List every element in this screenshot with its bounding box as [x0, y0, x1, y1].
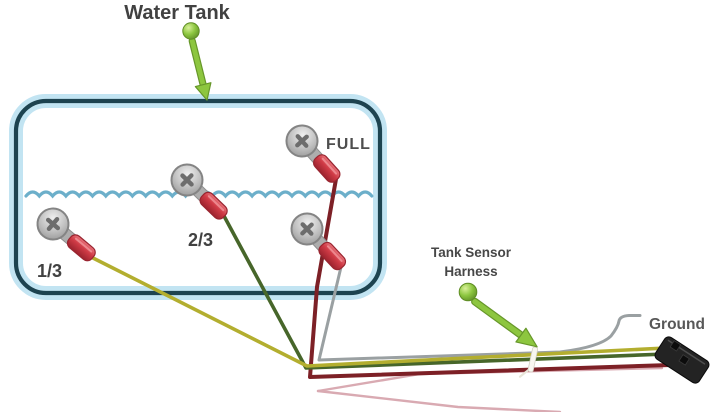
zip-tie	[518, 346, 539, 378]
harness-label-line1: Tank Sensor	[431, 245, 512, 260]
one-third-label: 1/3	[37, 261, 62, 281]
sensor-sender	[290, 212, 347, 271]
crimp-highlight	[321, 157, 338, 175]
one-third-wire-yellow	[91, 256, 668, 368]
sensor-full	[285, 124, 341, 183]
pointer-ball-icon	[182, 22, 200, 40]
connector-pin	[669, 340, 682, 352]
arrow-head-icon	[515, 327, 538, 348]
phillips-cross-icon	[295, 134, 309, 148]
tank-outline	[13, 98, 383, 296]
crimp-sleeve	[318, 241, 347, 271]
harness-label-line2: Harness	[444, 264, 497, 279]
full-label: FULL	[326, 136, 371, 153]
harness-pointer	[458, 282, 538, 348]
phillips-cross-icon	[180, 173, 194, 187]
sensor-wires	[91, 177, 672, 412]
arrow-shaft	[188, 37, 207, 88]
crimp-highlight	[207, 195, 225, 212]
crimp-highlight	[74, 237, 93, 253]
phillips-cross-icon	[300, 222, 314, 236]
arrow-head-icon	[194, 82, 212, 101]
water-tank-label: Water Tank	[124, 2, 230, 24]
pointer-ball-icon	[458, 282, 478, 302]
connector-pin	[678, 354, 690, 366]
water-tank-pointer	[182, 22, 212, 101]
phillips-cross-icon	[45, 217, 61, 231]
crimp-highlight	[326, 245, 343, 262]
two-thirds-label: 2/3	[188, 230, 213, 250]
ground-label: Ground	[649, 316, 705, 333]
two-thirds-wire-green	[222, 214, 668, 370]
harness-connector	[654, 336, 710, 384]
crimp-sleeve	[199, 191, 228, 220]
crimp-sleeve	[313, 154, 341, 183]
arrow-shaft	[471, 297, 524, 339]
sensor-one-third	[36, 207, 96, 262]
crimp-sleeve	[66, 234, 96, 262]
ground-wire-gray	[317, 265, 642, 362]
pink-wire-slack-lower	[316, 389, 562, 412]
full-sensor-wire-red	[308, 177, 672, 379]
sensor-two-thirds	[170, 163, 228, 220]
